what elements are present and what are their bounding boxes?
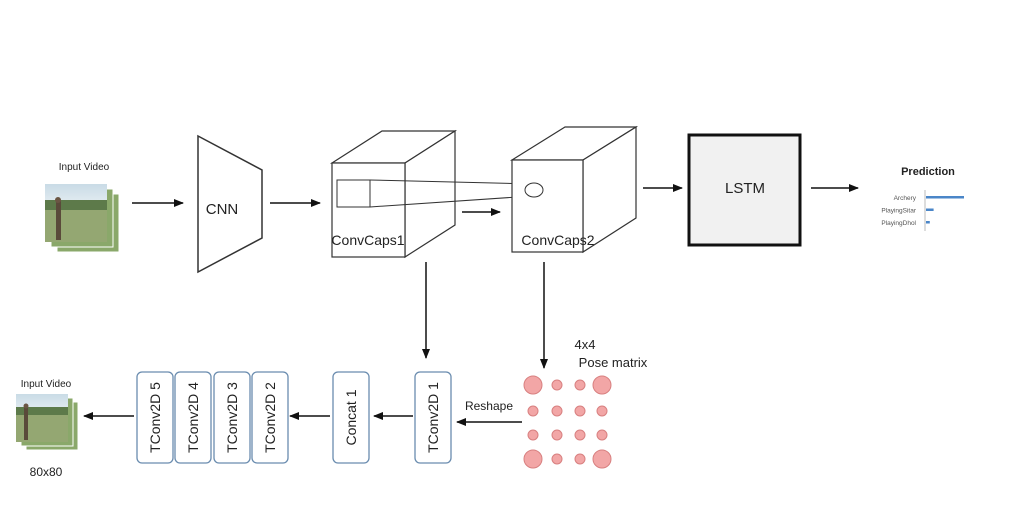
input-video-bottom-thumbnail bbox=[16, 394, 79, 451]
pose-dot bbox=[523, 375, 543, 395]
input-video-top-label: Input Video bbox=[59, 162, 110, 173]
pose-matrix-title: Pose matrix bbox=[579, 355, 648, 370]
pose-dot bbox=[596, 429, 608, 441]
decoder-block bbox=[414, 371, 452, 464]
pose-dot bbox=[574, 429, 586, 441]
convcaps1-cube bbox=[329, 129, 458, 259]
prediction-label: PlayingDhol bbox=[881, 220, 916, 227]
cnn-label: CNN bbox=[206, 201, 239, 218]
prediction-bar bbox=[926, 208, 934, 211]
cnn-block bbox=[197, 134, 263, 274]
pose-matrix-size: 4x4 bbox=[575, 337, 596, 352]
pose-dot bbox=[527, 405, 539, 417]
prediction-bar bbox=[926, 221, 930, 224]
input-video-top-thumbnail bbox=[45, 184, 120, 253]
decoder-block bbox=[251, 371, 289, 464]
lstm-label: LSTM bbox=[725, 180, 765, 197]
prediction-title: Prediction bbox=[901, 166, 955, 178]
output-size-label: 80x80 bbox=[30, 465, 63, 479]
decoder-block-label: TConv2D 2 bbox=[262, 382, 278, 453]
convcaps2-cube bbox=[509, 125, 639, 254]
prediction-bar bbox=[926, 196, 964, 199]
pose-dot bbox=[527, 429, 539, 441]
decoder-block-label: TConv2D 4 bbox=[185, 382, 201, 453]
lstm-block bbox=[687, 133, 802, 247]
pose-dot bbox=[551, 405, 563, 417]
decoder-block-label: TConv2D 3 bbox=[224, 382, 240, 453]
pose-dot bbox=[574, 379, 586, 391]
convcaps2-label: ConvCaps2 bbox=[521, 232, 594, 248]
pose-dot bbox=[551, 453, 563, 465]
receptive-field-line-bottom bbox=[369, 195, 533, 208]
prediction-label: PlayingSitar bbox=[881, 208, 917, 215]
pose-dot bbox=[596, 405, 608, 417]
reshape-label: Reshape bbox=[465, 399, 513, 413]
input-video-bottom-label: Input Video bbox=[21, 379, 72, 390]
pose-dot bbox=[551, 379, 563, 391]
pose-dot bbox=[523, 449, 543, 469]
pose-dot bbox=[551, 429, 563, 441]
pose-dot bbox=[592, 375, 612, 395]
decoder-block bbox=[174, 371, 212, 464]
pose-dot bbox=[574, 453, 586, 465]
pose-dot bbox=[592, 449, 612, 469]
decoder-block-label: Concat 1 bbox=[343, 389, 359, 445]
pose-dot bbox=[574, 405, 586, 417]
prediction-chart: Prediction ArcheryPlayingSitarPlayingDho… bbox=[881, 166, 964, 231]
decoder-block bbox=[332, 371, 370, 464]
receptive-field-line-top bbox=[369, 179, 533, 185]
capsule-node bbox=[524, 182, 544, 198]
decoder-block bbox=[213, 371, 251, 464]
decoder-block-label: TConv2D 5 bbox=[147, 382, 163, 453]
decoder-block bbox=[136, 371, 174, 464]
decoder-block-label: TConv2D 1 bbox=[425, 382, 441, 453]
prediction-label: Archery bbox=[894, 195, 917, 202]
convcaps1-label: ConvCaps1 bbox=[331, 232, 404, 248]
pose-matrix-grid bbox=[523, 375, 612, 469]
